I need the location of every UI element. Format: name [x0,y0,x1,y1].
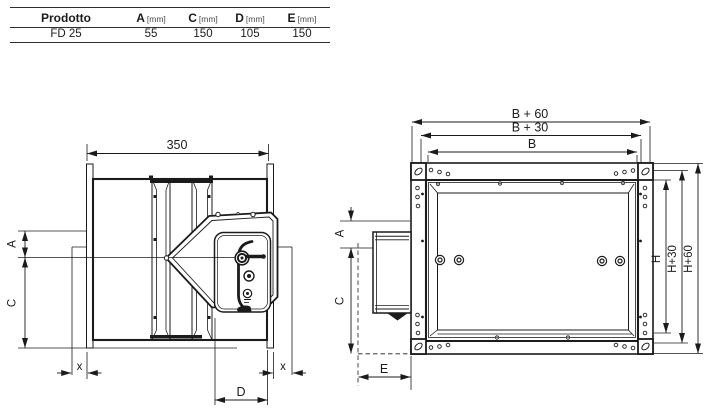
product-spec-table: Prodotto A[mm] C[mm] D[mm] E[mm] FD 25 5… [10,7,330,43]
dim-label-h60: H+60 [683,245,695,273]
bottom-seam-band [150,335,202,339]
front-view-frame [410,162,654,355]
top-seam-band [150,179,213,183]
housing-pointer [387,313,408,321]
corner-plate-bottom-right [637,338,654,355]
dim-label-c: C [7,299,19,307]
spec-table-data-row: FD 25 55 150 105 150 [10,28,330,42]
axle-screws [434,254,626,267]
front-view-ac-dimensions: A C [335,207,410,354]
dim-label-d: D [236,385,245,399]
front-view-h-dimensions: H H+30 H+60 [651,163,703,354]
value-dim-a: 55 [144,28,158,41]
dim-label-a-front: A [335,229,347,237]
front-view-dashed-outline [357,243,411,386]
header-dim-c: C[mm] [188,10,218,25]
corner-plate-top-right [637,162,654,181]
front-view-blade-panel [421,180,642,340]
frame-outer [410,162,654,355]
dim-label-b: B [528,137,536,151]
cover-screw-right [250,211,256,218]
front-view: B + 60 B + 30 B [335,107,703,390]
header-dim-c-unit: [mm] [198,13,218,24]
side-view: 350 A C x x D [7,138,306,405]
value-dim-c: 150 [193,28,213,41]
corner-plate-bottom-left [410,338,427,355]
header-dim-d: D[mm] [235,10,265,25]
blade-axis-end [163,255,170,261]
value-product: FD 25 [50,28,82,41]
dim-label-a: A [7,240,19,248]
corner-plate-top-left [410,162,427,181]
dim-label-e: E [380,362,388,376]
header-dim-e-unit: [mm] [297,13,317,24]
header-dim-a: A[mm] [136,10,166,25]
value-dim-e: 150 [292,28,312,41]
dim-label-c-front: C [335,297,347,305]
dim-label-h: H [651,255,663,263]
front-view-e-dimension: E [358,356,412,390]
flange-holes [415,167,648,351]
dim-label-350: 350 [167,138,188,152]
dim-label-x-left: x [77,361,83,373]
header-dim-a-unit: [mm] [146,13,166,24]
panel-rivets [421,180,642,340]
side-view-dimensions: 350 A C x x D [7,138,306,405]
front-view-actuator-housing [372,231,412,321]
dim-label-x-right: x [280,361,286,373]
front-view-b-dimensions: B + 60 B + 30 B [411,107,651,162]
value-dim-d: 105 [240,28,260,41]
header-dim-d-unit: [mm] [245,13,265,24]
dim-label-b30: B + 30 [512,121,549,135]
cover-screw-left [215,211,221,218]
dim-label-h30: H+30 [667,245,679,273]
header-product: Prodotto [41,10,91,25]
side-view-actuator-cover [18,211,279,313]
spec-table-header-row: Prodotto A[mm] C[mm] D[mm] E[mm] [10,8,330,28]
dim-label-b60: B + 60 [512,107,549,121]
header-dim-e: E[mm] [287,10,317,25]
